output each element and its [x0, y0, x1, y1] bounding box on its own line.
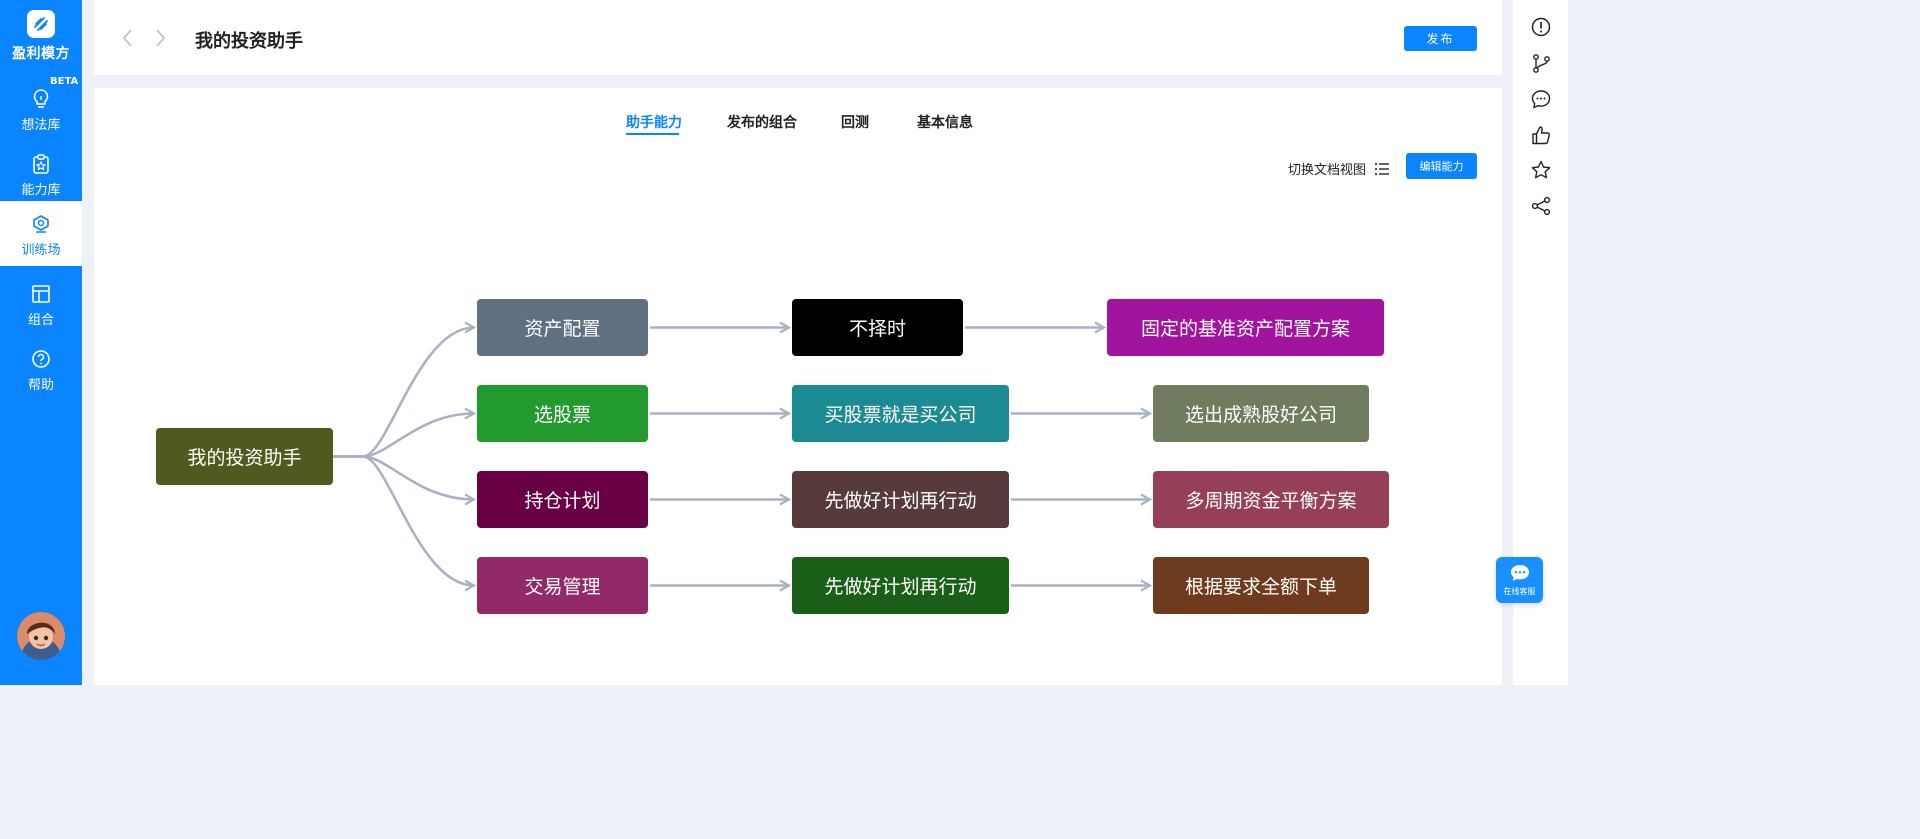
node-label: 固定的基准资产配置方案	[1140, 318, 1350, 340]
back-arrow-icon[interactable]	[120, 27, 136, 49]
mindmap-node[interactable]: 持仓计划	[477, 471, 648, 528]
share-icon[interactable]	[1530, 195, 1552, 217]
node-label: 根据要求全额下单	[1184, 576, 1337, 598]
sidebar-item-label: 训练场	[21, 243, 61, 258]
info-icon[interactable]	[1530, 16, 1552, 38]
sidebar-item-training[interactable]: 训练场	[0, 201, 82, 266]
customer-service-widget[interactable]: 在线客服	[1496, 557, 1543, 603]
mindmap-node[interactable]: 选股票	[477, 385, 648, 442]
mindmap-node[interactable]: 买股票就是买公司	[792, 385, 1009, 442]
brand-name: 盈利模方	[12, 46, 70, 62]
sidebar-item-help[interactable]: 帮助	[0, 336, 82, 400]
forward-arrow-icon[interactable]	[152, 27, 168, 49]
sidebar-item-label: 组合	[27, 313, 54, 328]
layout-icon	[0, 283, 82, 305]
branch-icon[interactable]	[1530, 52, 1552, 74]
sidebar-item-label: 能力库	[21, 183, 61, 198]
mindmap-node[interactable]: 不择时	[792, 299, 963, 356]
node-label: 交易管理	[524, 576, 601, 598]
switch-doc-view-button[interactable]: 切换文档视图	[1288, 159, 1390, 178]
beta-badge: BETA	[50, 76, 79, 87]
star-icon[interactable]	[1530, 159, 1552, 181]
sidebar-item-portfolio[interactable]: 组合	[0, 271, 82, 335]
tab-published-portfolios[interactable]: 发布的组合	[727, 115, 797, 131]
node-label: 选出成熟股好公司	[1184, 404, 1337, 426]
customer-service-label: 在线客服	[1503, 587, 1536, 596]
sidebar-item-label: 想法库	[21, 118, 61, 133]
brand-logo-icon	[27, 10, 55, 38]
node-label: 资产配置	[524, 318, 601, 340]
switch-doc-view-label: 切换文档视图	[1288, 163, 1367, 178]
mindmap-root-node[interactable]: 我的投资助手	[156, 428, 333, 485]
publish-button[interactable]: 发布	[1404, 26, 1477, 51]
mindmap-node[interactable]: 先做好计划再行动	[792, 471, 1009, 528]
sidebar: 盈利模方 BETA 想法库 能力库 训练场 组合 帮助	[0, 0, 82, 685]
brand[interactable]: 盈利模方	[0, 10, 82, 63]
thumbs-up-icon[interactable]	[1530, 124, 1552, 146]
clipboard-star-icon	[0, 153, 82, 175]
node-label: 选股票	[533, 404, 591, 426]
tab-basic-info[interactable]: 基本信息	[917, 115, 973, 131]
node-label: 买股票就是买公司	[824, 404, 977, 426]
mindmap-node[interactable]: 资产配置	[477, 299, 648, 356]
list-icon	[1374, 162, 1390, 176]
mindmap-node[interactable]: 选出成熟股好公司	[1153, 385, 1369, 442]
main-panel: 助手能力 发布的组合 回测 基本信息 切换文档视图 编辑能力 我的投资助手 资产…	[94, 88, 1502, 685]
node-label: 不择时	[848, 318, 906, 340]
node-label: 先做好计划再行动	[824, 576, 977, 598]
node-label: 多周期资金平衡方案	[1185, 490, 1357, 512]
edit-abilities-button[interactable]: 编辑能力	[1406, 153, 1477, 179]
comment-icon[interactable]	[1530, 88, 1552, 110]
header: 我的投资助手 发布	[94, 0, 1502, 75]
tab-abilities[interactable]: 助手能力	[626, 115, 682, 131]
tab-backtest[interactable]: 回测	[841, 115, 869, 131]
mindmap-node[interactable]: 根据要求全额下单	[1153, 557, 1369, 614]
connector-line	[333, 455, 474, 500]
mindmap-connectors	[333, 88, 1502, 685]
sidebar-item-ideas[interactable]: 想法库	[0, 76, 82, 140]
node-label: 持仓计划	[524, 490, 601, 512]
connector-line	[333, 414, 474, 458]
lightbulb-icon	[0, 88, 82, 110]
mindmap-node[interactable]: 先做好计划再行动	[792, 557, 1009, 614]
mindmap-node[interactable]: 固定的基准资产配置方案	[1107, 299, 1384, 356]
active-tab-indicator	[626, 133, 679, 135]
mindmap-node[interactable]: 交易管理	[477, 557, 648, 614]
chat-icon	[1496, 563, 1543, 585]
node-label: 我的投资助手	[187, 447, 302, 469]
sidebar-item-abilities[interactable]: 能力库	[0, 141, 82, 205]
connector-line	[333, 455, 474, 586]
page-title: 我的投资助手	[195, 31, 303, 52]
sidebar-item-label: 帮助	[27, 378, 54, 393]
training-icon	[0, 213, 82, 235]
avatar[interactable]	[17, 612, 65, 660]
node-label: 先做好计划再行动	[824, 490, 977, 512]
help-icon	[0, 348, 82, 370]
mindmap-node[interactable]: 多周期资金平衡方案	[1153, 471, 1389, 528]
